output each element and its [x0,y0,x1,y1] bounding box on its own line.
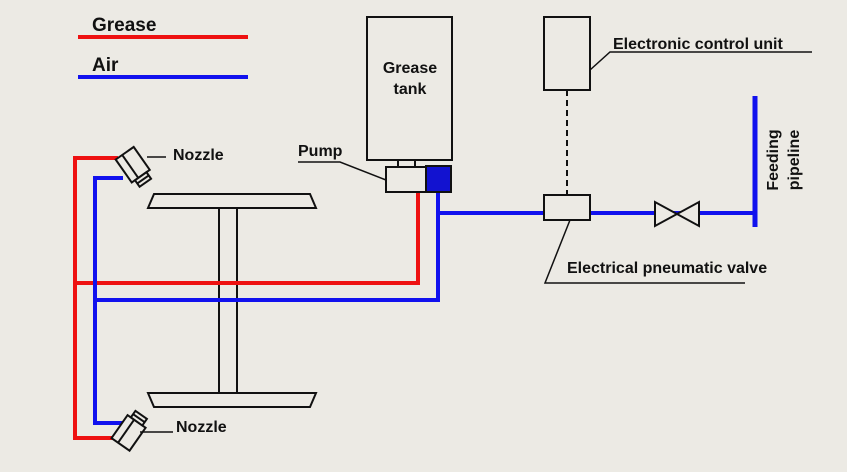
air-line-to-top-nozzle [93,176,123,300]
air-line-pump-to-wheelset [95,192,440,302]
grease-line-to-bottom-nozzle [73,283,118,440]
nozzle-bottom-label: Nozzle [176,419,227,436]
nozzle-top-icon [114,145,153,189]
pump [385,166,427,193]
legend: Grease Air [78,15,248,79]
electrical-pneumatic-valve [543,194,591,221]
air-line-to-bottom-nozzle [93,300,123,425]
grease-line-pump-to-wheelset [75,192,420,285]
wheel-top [146,193,318,209]
grease-line-to-top-nozzle [73,156,118,283]
nozzle-bottom-icon [110,409,149,453]
feeding-pipeline-label-line1: Feeding [765,129,782,190]
legend-grease-label: Grease [92,15,156,36]
valve-leader [543,219,745,284]
pump-leader [298,161,387,181]
nozzle-top-label: Nozzle [173,147,224,164]
grease-tank-label-line2: tank [394,81,427,98]
gate-valve-icon [654,200,700,228]
wheel-bottom [146,392,318,408]
pump-air-block [425,165,452,193]
ecu-leader [589,51,812,71]
grease-tank-label-line1: Grease [383,60,437,77]
pump-label: Pump [298,143,343,160]
ecu-label: Electronic control unit [613,36,783,53]
electronic-control-unit [543,16,591,91]
legend-air-label: Air [92,55,119,76]
feeding-pipeline-label-line2: pipeline [786,130,803,191]
grease-tank [366,16,453,161]
grease-lines [73,156,420,440]
valve-label: Electrical pneumatic valve [567,260,767,277]
